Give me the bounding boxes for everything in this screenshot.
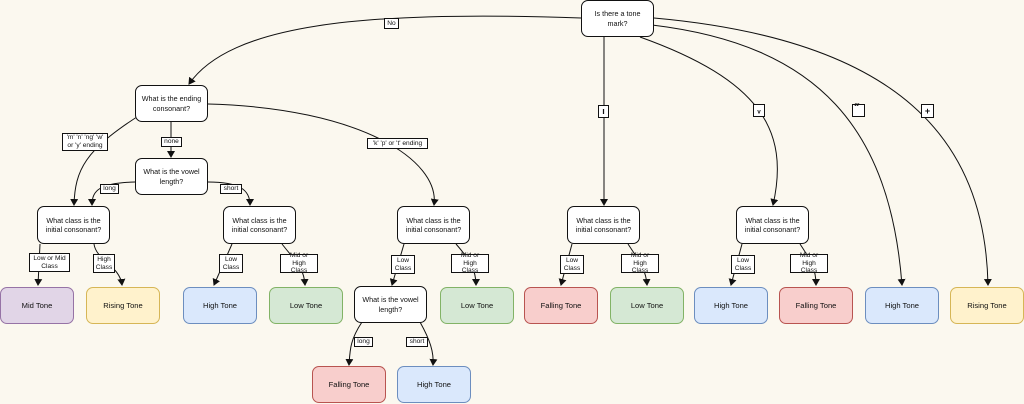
edge-no (188, 15, 582, 85)
edge-v2-high (419, 321, 438, 366)
edge-label-sonorant-ending: 'm' 'n' 'ng' 'w' or 'y' ending (62, 133, 108, 151)
edge-label-none: none (161, 137, 182, 147)
edge-label-mid-or-high-class: Mid or High Class (451, 252, 489, 274)
leaf-falling-tone: Falling Tone (524, 287, 598, 324)
edge-mai-tri (651, 24, 906, 286)
tone-mark-mai-ek-label: ı (598, 105, 609, 118)
leaf-high-tone: High Tone (865, 287, 939, 324)
edge-v2-falling (345, 321, 363, 366)
edge-label-mid-or-high-class: Mid or High Class (621, 252, 659, 274)
edge-label-long: long (354, 337, 373, 347)
question-initial-class: What class is the initial consonant? (223, 206, 296, 244)
edge-label-low-class: Low Class (731, 255, 755, 274)
edge-label-low-class: Low Class (560, 255, 584, 274)
question-ending-consonant: What is the ending consonant? (135, 85, 208, 122)
question-initial-class: What class is the initial consonant? (37, 206, 110, 244)
question-vowel-length: What is the vowel length? (354, 286, 427, 323)
edge-label-low-class: Low Class (219, 254, 243, 273)
leaf-rising-tone: Rising Tone (950, 287, 1024, 324)
question-initial-class: What class is the initial consonant? (397, 206, 470, 244)
leaf-falling-tone: Falling Tone (779, 287, 853, 324)
edge-label-stop-ending: 'k' 'p' or 't' ending (367, 138, 428, 149)
leaf-mid-tone: Mid Tone (0, 287, 74, 324)
leaf-low-tone: Low Tone (610, 287, 684, 324)
edge-label-no: No (384, 18, 399, 29)
question-initial-class: What class is the initial consonant? (567, 206, 640, 244)
edge-label-high-class: High Class (93, 254, 115, 273)
leaf-falling-tone: Falling Tone (312, 366, 386, 403)
edge-label-short: short (406, 337, 428, 347)
edge-label-low-class: Low Class (391, 255, 415, 274)
edge-mai-chattawa (653, 17, 992, 286)
leaf-rising-tone: Rising Tone (86, 287, 160, 324)
edge-label-mid-or-high-class: Mid or High Class (280, 252, 318, 274)
edge-label-low-or-mid-class: Low or Mid Class (29, 253, 70, 272)
leaf-high-tone: High Tone (183, 287, 257, 324)
edge-sonorant (70, 114, 141, 206)
tone-mark-mai-tho-label: ᵥ (753, 104, 765, 117)
question-vowel-length: What is the vowel length? (135, 158, 208, 195)
edge-mai-tho (639, 36, 779, 206)
leaf-low-tone: Low Tone (440, 287, 514, 324)
tone-mark-mai-tri-label: ๊ (852, 104, 865, 117)
leaf-high-tone: High Tone (397, 366, 471, 403)
question-initial-class: What class is the initial consonant? (736, 206, 809, 244)
edge-label-short: short (220, 184, 242, 194)
tone-mark-mai-chattawa-label: + (921, 104, 934, 118)
edge-label-long: long (100, 184, 119, 194)
leaf-low-tone: Low Tone (269, 287, 343, 324)
question-tone-mark: Is there a tone mark? (581, 0, 654, 37)
leaf-high-tone: High Tone (694, 287, 768, 324)
edge-label-mid-or-high-class: Mid or High Class (790, 252, 828, 274)
